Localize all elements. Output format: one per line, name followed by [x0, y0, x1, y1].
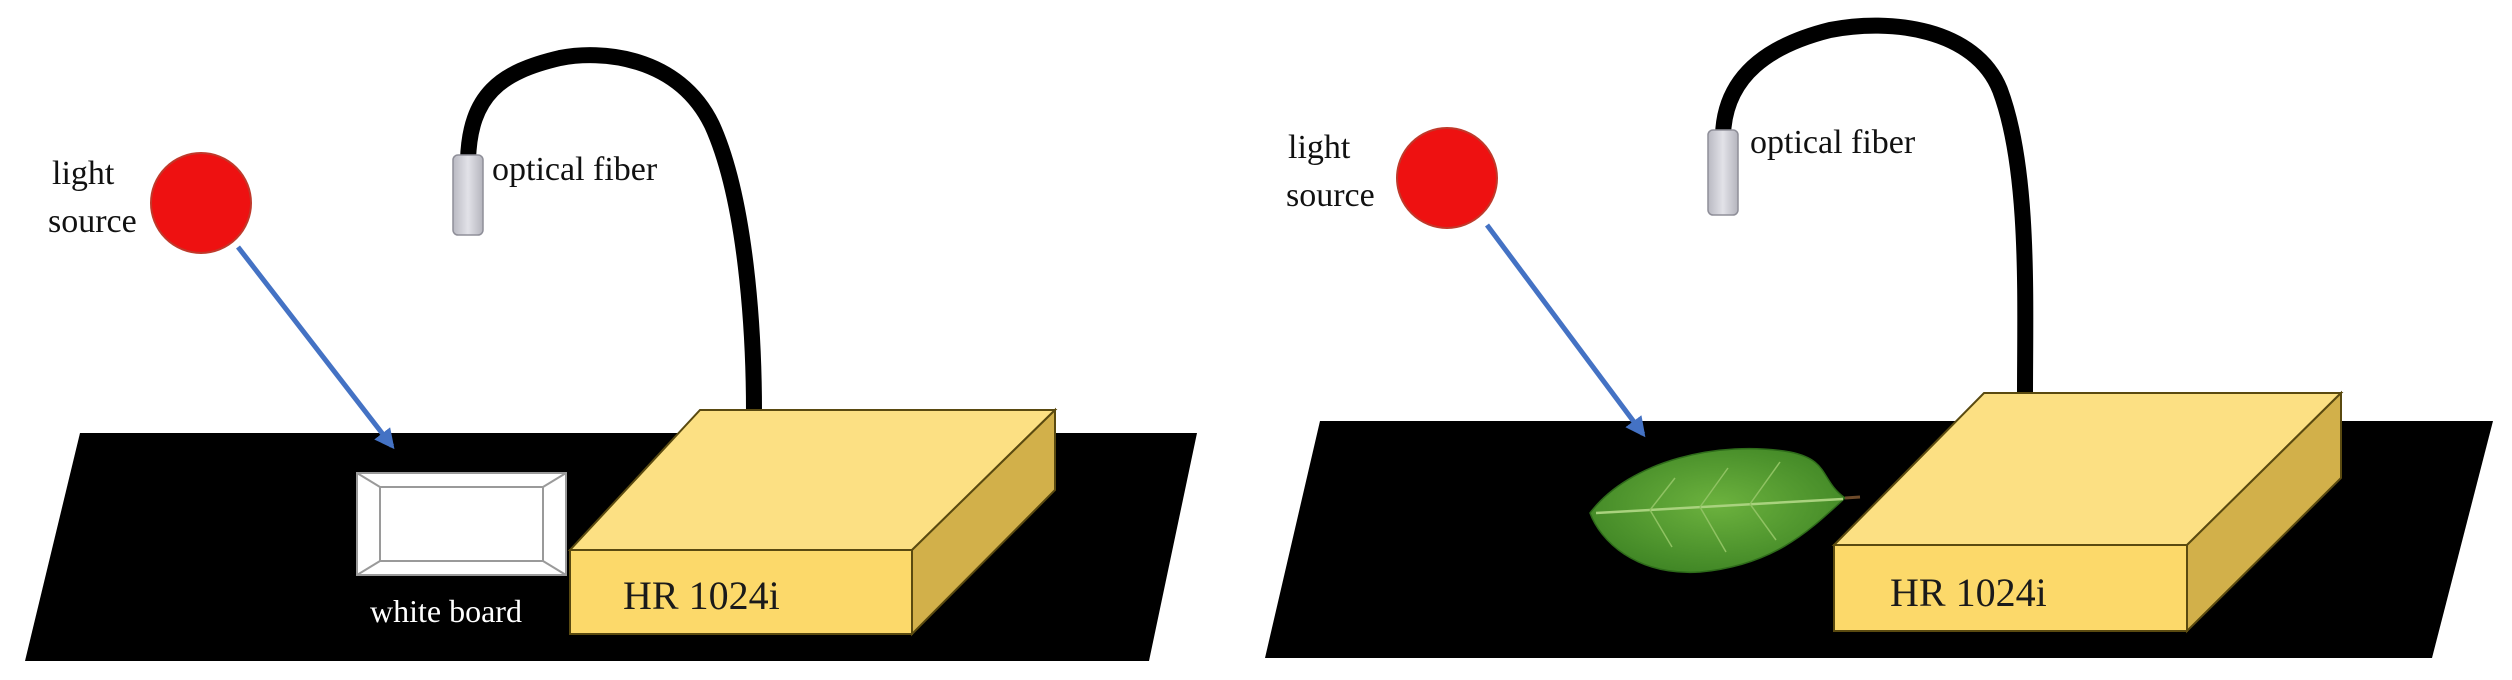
right-light-source-label-line1: light: [1288, 129, 1351, 166]
left-light-source-label-line2: source: [48, 203, 137, 240]
right-spectrometer-box: [1831, 390, 2344, 634]
right-box-front: [1833, 544, 2188, 632]
right-light-source-label-line2: source: [1286, 177, 1375, 214]
left-device-label: HR 1024i: [623, 573, 780, 618]
left-light-source-label-line1: light: [52, 155, 115, 192]
right-panel: light source optical fiber HR 1024i: [1265, 17, 2493, 658]
left-panel: light source optical fiber white board H…: [25, 47, 1197, 661]
left-optical-fiber-label: optical fiber: [492, 151, 658, 188]
white-board-label: white board: [370, 593, 522, 629]
white-board: [356, 472, 567, 576]
right-optical-fiber-label: optical fiber: [1750, 124, 1916, 161]
left-box-front: [569, 549, 913, 635]
right-fiber-probe: [1707, 129, 1739, 216]
left-fiber-probe: [452, 154, 484, 236]
right-device-label: HR 1024i: [1890, 570, 2047, 615]
left-fiber-cable: [460, 47, 762, 420]
leaf-sample: [1589, 447, 1861, 573]
left-light-source-icon: [150, 152, 252, 254]
right-fiber-cable: [1715, 17, 2034, 403]
right-light-source-icon: [1396, 127, 1498, 229]
left-spectrometer-box: [567, 407, 1058, 637]
right-light-beam-arrow: [1484, 223, 1646, 438]
left-light-beam-arrow: [236, 245, 395, 450]
